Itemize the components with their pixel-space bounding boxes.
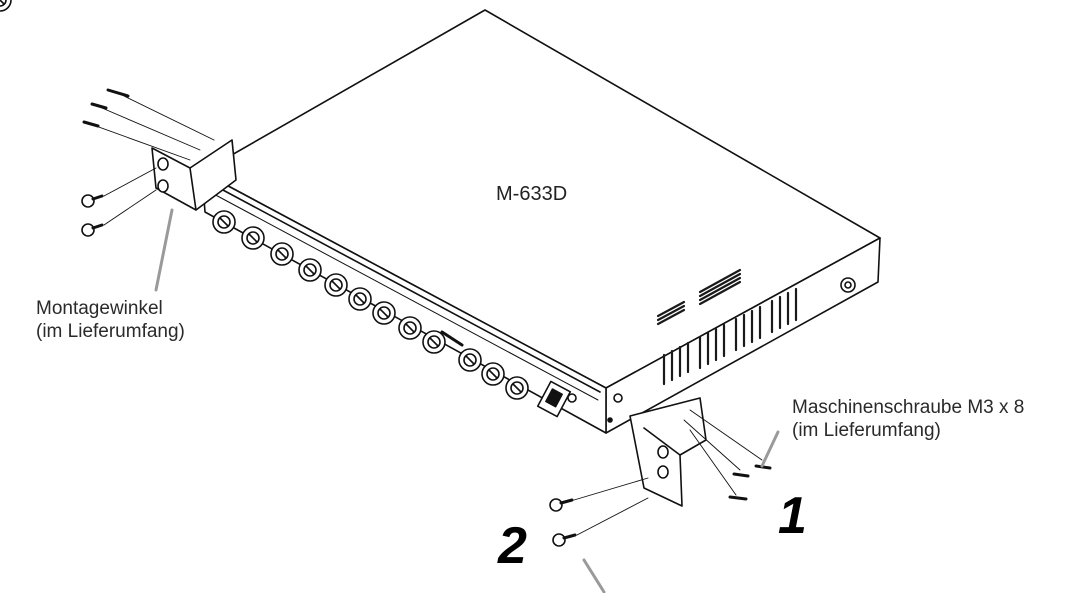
leader-lines [154,208,780,593]
right-mounting-bracket [607,393,707,507]
bracket-label: Montagewinkel (im Lieferumfang) [36,297,185,343]
vent-slots [656,268,798,386]
bracket-label-line2: (im Lieferumfang) [36,321,185,342]
bracket-label-line1: Montagewinkel [36,298,163,319]
amplifier-unit [201,9,881,434]
screw-label-line2: (im Lieferumfang) [792,420,941,441]
left-screws [81,88,215,237]
left-mounting-bracket [151,139,237,211]
model-label: M-633D [496,183,568,205]
screw-label: Maschinenschraube M3 x 8 (im Lieferumfan… [792,396,1024,442]
step-number-2: 2 [498,517,527,575]
front-knobs [0,0,529,400]
step-number-1: 1 [778,487,807,545]
screw-label-line1: Maschinenschraube M3 x 8 [792,397,1025,418]
